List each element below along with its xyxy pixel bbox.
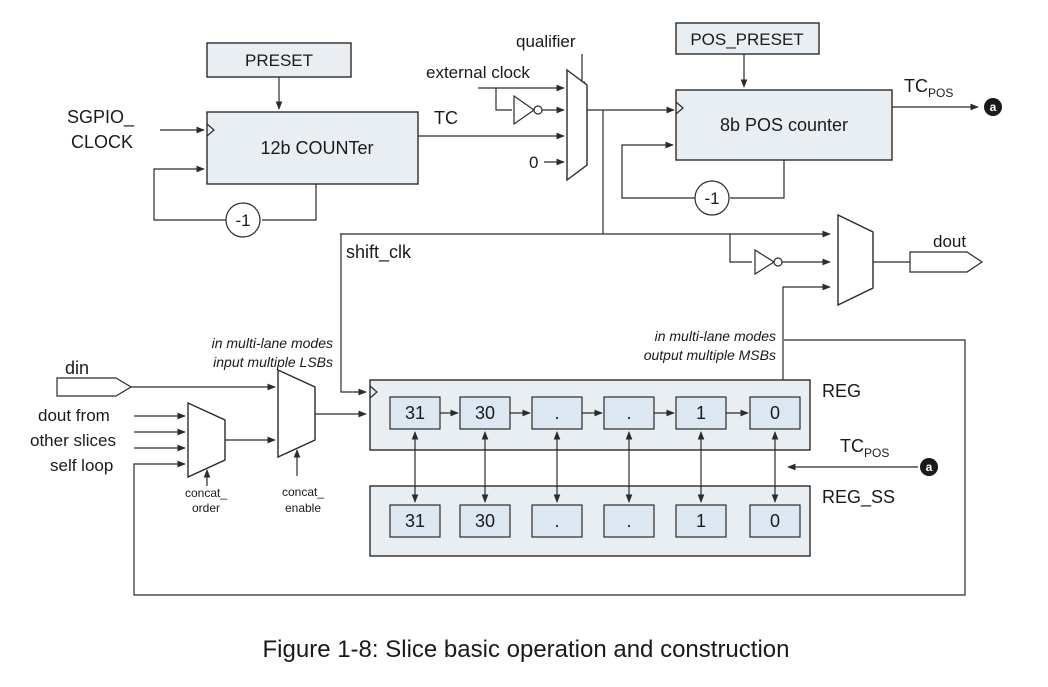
reg-cell <box>749 396 801 430</box>
reg-ss-cell-label: . <box>626 511 631 531</box>
counter-feedback-wire-a <box>262 184 317 221</box>
note-output-msb-2: output multiple MSBs <box>644 347 776 363</box>
reg-ss-cell-label: 31 <box>405 511 425 531</box>
reg-cell <box>459 396 511 430</box>
reg-ss-cell <box>459 504 511 538</box>
reg-ss-cell-label: 30 <box>475 511 495 531</box>
reg-ss-block <box>369 485 811 557</box>
reg-ss-cells: 31 30.. 1 0 <box>389 504 801 538</box>
reg-cell <box>389 396 441 430</box>
pos-counter-label: 8b POS counter <box>720 115 848 135</box>
reg-ss-cell <box>603 504 655 538</box>
tc-pos-label-top: TCPOS <box>904 76 953 100</box>
reg-ss-cell <box>389 504 441 538</box>
reg-cell-label: 0 <box>770 403 780 423</box>
pos-clock-edge-icon <box>675 101 684 115</box>
din-port-icon <box>56 377 133 397</box>
pos-preset-label: POS_PRESET <box>690 30 803 49</box>
dout-port-icon <box>909 251 984 273</box>
counter-12b-block: 12b COUNTer <box>206 111 419 185</box>
reg-ss-cell-label: . <box>554 511 559 531</box>
counter-12b-label: 12b COUNTer <box>260 138 373 158</box>
tc-pos-label-bottom: TCPOS <box>840 436 889 460</box>
concat-order-mux <box>187 401 226 479</box>
decrement-label-12b: -1 <box>235 211 250 230</box>
reg-ss-cell <box>675 504 727 538</box>
sgpio-clock-label-1: SGPIO_ <box>67 107 135 128</box>
inverter-icon <box>513 94 543 126</box>
decrement-node-12b: -1 <box>225 202 261 238</box>
self-loop-label: self loop <box>50 456 113 475</box>
tc-pos-main: TC <box>904 76 928 96</box>
concat-enable-label-2: enable <box>285 501 321 515</box>
decrement-label-pos: -1 <box>704 189 719 208</box>
external-clock-label: external clock <box>426 63 530 82</box>
reg-cell-label: . <box>554 403 559 423</box>
pos-preset-block: POS_PRESET <box>675 22 820 55</box>
reg-ss-cell <box>531 504 583 538</box>
reg-msb-to-mux-wire <box>782 283 831 396</box>
reg-cell <box>603 396 655 430</box>
external-clock-branch <box>495 88 512 111</box>
pos-feedback-wire-b <box>621 141 695 199</box>
concat-enable-mux <box>277 368 316 459</box>
preset-block: PRESET <box>206 42 352 78</box>
concat-order-label-2: order <box>192 501 220 515</box>
reg-links <box>411 431 779 503</box>
preset-label: PRESET <box>245 51 313 70</box>
note-output-msb-1: in multi-lane modes <box>655 328 776 344</box>
reg-cell <box>675 396 727 430</box>
other-slices-label: other slices <box>30 431 116 450</box>
self-loop-wire <box>133 339 966 596</box>
concat-enable-label-1: concat_ <box>282 485 324 499</box>
qualifier-label: qualifier <box>516 32 576 51</box>
dout-mux <box>837 213 874 307</box>
sgpio-clock-label-2: CLOCK <box>71 132 133 152</box>
connector-a-icon-bottom: a <box>920 458 938 476</box>
reg-clock-edge-icon <box>369 385 378 399</box>
tc-label: TC <box>434 108 458 128</box>
reg-ss-cell-label: 0 <box>770 511 780 531</box>
pos-feedback-wire-a <box>730 160 785 199</box>
dout-from-label: dout from <box>38 406 110 425</box>
figure-caption: Figure 1-8: Slice basic operation and co… <box>263 636 790 663</box>
decrement-node-pos: -1 <box>694 180 730 216</box>
tc-pos-sub-bottom: POS <box>864 446 889 460</box>
pos-counter-block: 8b POS counter <box>675 89 893 161</box>
reg-ss-label: REG_SS <box>822 487 895 508</box>
note-input-lsb-2: input multiple LSBs <box>213 354 333 370</box>
shift-clk-label: shift_clk <box>346 242 412 263</box>
reg-label: REG <box>822 381 861 401</box>
tc-pos-main-bottom: TC <box>840 436 864 456</box>
reg-ss-cell-label: 1 <box>696 511 706 531</box>
concat-order-label-1: concat_ <box>185 486 227 500</box>
din-label: din <box>65 358 89 378</box>
dout-inv-branch <box>729 234 752 263</box>
connector-a-icon-top: a <box>984 98 1002 116</box>
clock-mux <box>566 68 588 182</box>
note-input-lsb-1: in multi-lane modes <box>212 335 333 351</box>
reg-block <box>369 379 811 451</box>
reg-ss-cell <box>749 504 801 538</box>
reg-cell-label: 31 <box>405 403 425 423</box>
reg-cell-label: . <box>626 403 631 423</box>
shift-clk-reg-wire <box>340 234 367 396</box>
connector-a-text-bottom: a <box>926 460 933 474</box>
zero-input-label: 0 <box>529 153 538 172</box>
reg-cell-label: 1 <box>696 403 706 423</box>
dout-inverter-icon <box>754 248 783 276</box>
dout-label: dout <box>933 232 966 251</box>
clock-edge-icon <box>206 123 215 137</box>
reg-cell-label: 30 <box>475 403 495 423</box>
counter-feedback-wire-b <box>153 165 226 221</box>
reg-cells: 31 30.. 1 0 <box>389 396 801 430</box>
tc-pos-sub: POS <box>928 86 953 100</box>
connector-a-text-top: a <box>990 100 997 114</box>
